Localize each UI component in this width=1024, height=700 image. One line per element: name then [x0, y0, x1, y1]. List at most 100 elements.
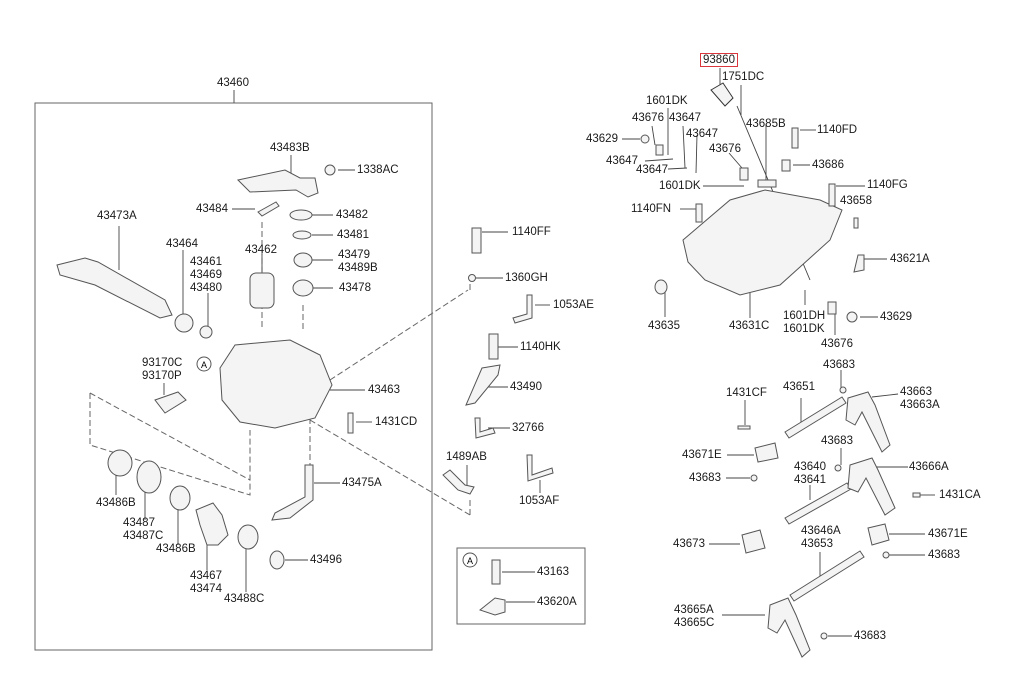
switch-93170-shape[interactable]: [154, 391, 187, 414]
pin-1431CF-shape[interactable]: [737, 425, 751, 430]
label-43620A[interactable]: 43620A: [537, 596, 577, 608]
rod-43640-shape[interactable]: [784, 482, 852, 525]
label-43464[interactable]: 43464: [166, 238, 198, 250]
seal-43486B-a-shape[interactable]: [107, 449, 133, 477]
label-43486B-a[interactable]: 43486B: [96, 497, 136, 509]
label-43647-c[interactable]: 43647: [606, 155, 638, 167]
label-43460[interactable]: 43460: [217, 77, 249, 89]
label-43488C[interactable]: 43488C: [224, 593, 265, 605]
label-93170C-93170P[interactable]: 93170C 93170P: [142, 357, 183, 382]
label-43676-b[interactable]: 43676: [709, 143, 741, 155]
label-43473A[interactable]: 43473A: [97, 210, 137, 222]
label-43647-a[interactable]: 43647: [669, 112, 701, 124]
label-43646A-43653[interactable]: 43646A 43653: [801, 525, 841, 550]
bolt-1140FN-shape[interactable]: [695, 203, 703, 223]
seal-43464-shape[interactable]: [174, 313, 194, 333]
rod-43651-shape[interactable]: [784, 396, 847, 439]
pin-1431CD-shape[interactable]: [347, 412, 354, 434]
washer-43481-shape[interactable]: [292, 230, 312, 240]
block-43671E-b-shape[interactable]: [867, 523, 890, 546]
bolt-43683-3-shape[interactable]: [750, 474, 758, 482]
label-1053AE[interactable]: 1053AE: [553, 299, 594, 311]
block-43467-shape[interactable]: [195, 502, 229, 546]
label-43683-b[interactable]: 43683: [821, 435, 853, 447]
label-43683-c[interactable]: 43683: [689, 472, 721, 484]
label-43475A[interactable]: 43475A: [342, 477, 382, 489]
bracket-43621A-shape[interactable]: [853, 254, 865, 273]
fork-43663-shape[interactable]: [845, 391, 891, 453]
plate-43620A-shape[interactable]: [478, 597, 506, 616]
label-43676-a[interactable]: 43676: [632, 112, 664, 124]
label-43666A[interactable]: 43666A: [909, 461, 949, 473]
label-1431CA[interactable]: 1431CA: [939, 489, 981, 501]
bolt-1140FD-shape[interactable]: [791, 127, 799, 149]
pin-1431CA-shape[interactable]: [912, 492, 921, 498]
pin-43484-shape[interactable]: [257, 201, 280, 217]
label-43490[interactable]: 43490: [510, 381, 542, 393]
label-43663-43663A[interactable]: 43663 43663A: [900, 386, 940, 411]
label-1140FD[interactable]: 1140FD: [817, 124, 858, 136]
label-43671E-a[interactable]: 43671E: [682, 449, 722, 461]
housing-43463-shape[interactable]: [219, 339, 333, 429]
spring-43676-c-shape[interactable]: [827, 301, 837, 315]
label-43683-e[interactable]: 43683: [854, 630, 886, 642]
bracket-43490-shape[interactable]: [465, 364, 501, 406]
cover-43631C-shape[interactable]: [682, 189, 843, 296]
label-1489AB[interactable]: 1489AB: [446, 451, 487, 463]
bushing-43478-shape[interactable]: [292, 279, 314, 297]
label-43640-43641[interactable]: 43640 43641: [794, 461, 826, 486]
bolt-43683-4-shape[interactable]: [882, 551, 890, 559]
label-43685B[interactable]: 43685B: [746, 118, 786, 130]
label-43647-d[interactable]: 43647: [636, 164, 668, 176]
label-43683-a[interactable]: 43683: [823, 359, 855, 371]
bolt-1140FF-shape[interactable]: [471, 227, 482, 254]
label-43479-43489B[interactable]: 43479 43489B: [338, 249, 378, 274]
label-1140FN[interactable]: 1140FN: [631, 203, 672, 215]
label-43673[interactable]: 43673: [673, 538, 705, 550]
label-43676-c[interactable]: 43676: [821, 338, 853, 350]
bracket-1489AB-shape[interactable]: [442, 469, 475, 495]
bolt-43629-a-shape[interactable]: [640, 134, 650, 144]
nut-1338AC-shape[interactable]: [324, 164, 336, 176]
rod-43646A-shape[interactable]: [789, 550, 865, 602]
label-43665A-43665C[interactable]: 43665A 43665C: [674, 604, 715, 629]
label-1140FF[interactable]: 1140FF: [512, 226, 551, 238]
label-43482[interactable]: 43482: [336, 209, 368, 221]
label-43629-b[interactable]: 43629: [880, 311, 912, 323]
label-32766[interactable]: 32766: [512, 422, 544, 434]
label-43496[interactable]: 43496: [310, 554, 342, 566]
label-43463[interactable]: 43463: [368, 384, 400, 396]
oring-43461-shape[interactable]: [199, 325, 213, 339]
plate-43685B-shape[interactable]: [757, 179, 777, 188]
label-43658[interactable]: 43658: [840, 195, 872, 207]
label-43671E-b[interactable]: 43671E: [928, 528, 968, 540]
spring-43686-shape[interactable]: [781, 159, 791, 172]
label-1140FG[interactable]: 1140FG: [867, 179, 908, 191]
label-43467-43474[interactable]: 43467 43474: [190, 570, 222, 595]
label-43621A[interactable]: 43621A: [890, 253, 930, 265]
plunger-43462-shape[interactable]: [249, 272, 275, 309]
label-43629-a[interactable]: 43629: [586, 133, 618, 145]
plug-43635-shape[interactable]: [654, 279, 668, 295]
label-43647-b[interactable]: 43647: [686, 128, 718, 140]
bolt-43683-1-shape[interactable]: [839, 386, 847, 394]
bolt-1140FG-shape[interactable]: [828, 183, 836, 207]
label-1053AF[interactable]: 1053AF: [519, 495, 560, 507]
spring-43676-b-shape[interactable]: [739, 167, 749, 181]
label-1601DH-1601DK[interactable]: 1601DH 1601DK: [783, 310, 826, 335]
label-43484[interactable]: 43484: [196, 203, 228, 215]
bolt-43683-5-shape[interactable]: [820, 632, 828, 640]
bracket-32766-shape[interactable]: [474, 417, 496, 439]
spring-43488C-shape[interactable]: [237, 524, 259, 550]
sensor-93860-shape[interactable]: [710, 82, 734, 107]
bolt-43629-b-shape[interactable]: [846, 311, 858, 323]
seal-43486B-b-shape[interactable]: [169, 485, 191, 511]
block-43673-shape[interactable]: [741, 529, 766, 554]
bolt-1140HK-shape[interactable]: [488, 333, 499, 360]
label-43478[interactable]: 43478: [339, 282, 371, 294]
label-43651[interactable]: 43651: [783, 381, 815, 393]
label-1751DC[interactable]: 1751DC: [722, 71, 765, 83]
label-43631C[interactable]: 43631C: [729, 320, 770, 332]
label-1360GH[interactable]: 1360GH: [505, 272, 548, 284]
label-43683-d[interactable]: 43683: [928, 549, 960, 561]
